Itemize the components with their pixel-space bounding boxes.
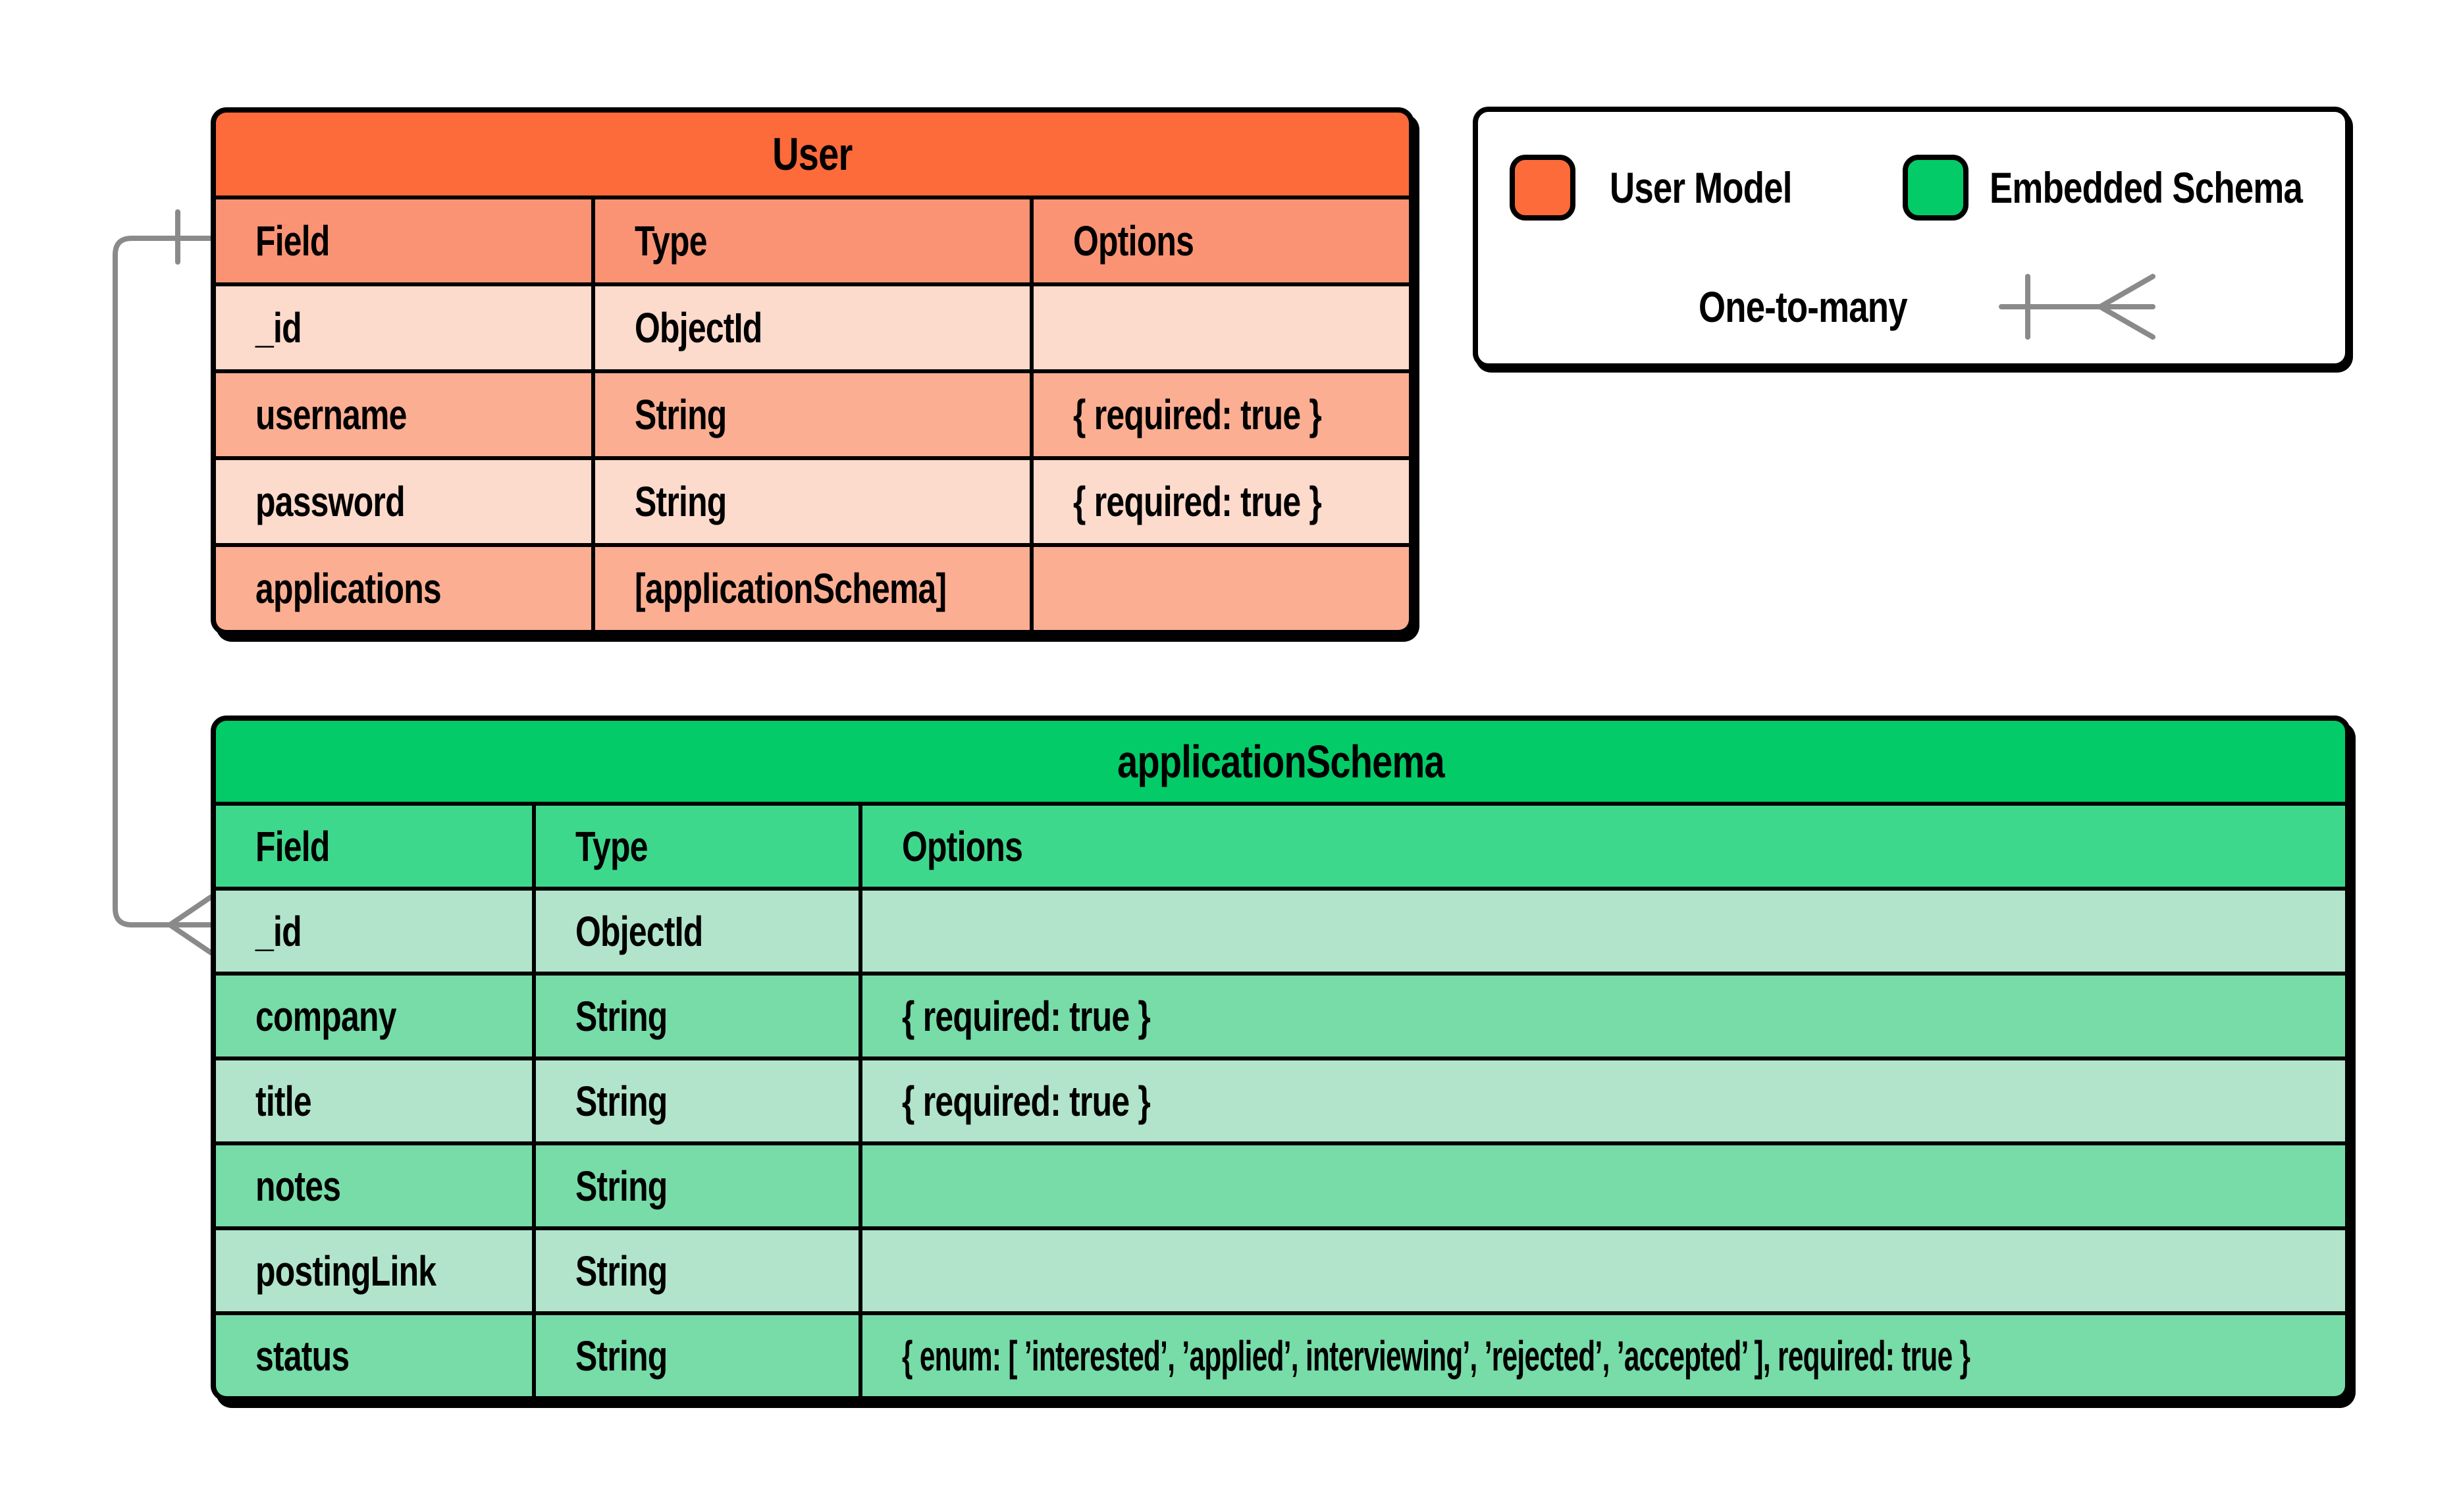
user-table-row-password-type: String — [595, 460, 1030, 543]
application-table-row-notes-field-text: notes — [255, 1162, 341, 1210]
application-table-row-postingLink-field-text: postingLink — [255, 1247, 436, 1295]
user-table-row-password-options-text: { required: true } — [1073, 478, 1322, 525]
user-table-column-header-options: Options — [1034, 199, 1409, 282]
embedded-schema-swatch-icon — [1903, 155, 1968, 221]
user-table-row-_id-type-text: ObjectId — [635, 304, 762, 352]
application-table-row-company-type-text: String — [575, 992, 668, 1040]
application-table-row-company-options-text: { required: true } — [902, 992, 1151, 1040]
application-table-row-postingLink-type-text: String — [575, 1247, 668, 1295]
application-table-row-_id-type: ObjectId — [536, 891, 859, 972]
user-table-row-applications-type: [applicationSchema] — [595, 547, 1030, 630]
user-table-column-header-field-text: Field — [255, 217, 330, 265]
application-table-row-title-options-text: { required: true } — [902, 1077, 1151, 1125]
application-table-column-header-options-text: Options — [902, 822, 1023, 870]
application-table-row-_id-options — [862, 891, 2345, 972]
application-table-row-notes-options — [862, 1145, 2345, 1226]
user-table-row-_id-type: ObjectId — [595, 286, 1030, 369]
legend-label-embedded-schema: Embedded Schema — [1990, 163, 2303, 212]
application-table-column-header-options: Options — [862, 806, 2345, 887]
user-table-row-_id-field-text: _id — [255, 304, 302, 352]
user-table-row-username-options: { required: true } — [1034, 373, 1409, 456]
application-table-row-title-field-text: title — [255, 1077, 312, 1125]
application-table-column-header-type-text: Type — [575, 822, 648, 870]
application-table-row-title-type-text: String — [575, 1077, 668, 1125]
user-table-column-header-options-text: Options — [1073, 217, 1194, 265]
application-table-row-status-type: String — [536, 1315, 859, 1396]
connector-crow-foot-icon — [167, 895, 213, 955]
application-table-row-title-options: { required: true } — [862, 1060, 2345, 1141]
application-table-row-company-options: { required: true } — [862, 976, 2345, 1056]
application-table-row-status-options: { enum: [ ’interested’, ’applied’, inter… — [862, 1315, 2345, 1396]
application-table-row-title-field: title — [216, 1060, 532, 1141]
application-table-row-postingLink-field: postingLink — [216, 1230, 532, 1311]
application-table-row-_id-type-text: ObjectId — [575, 907, 703, 955]
application-table-row-postingLink-type: String — [536, 1230, 859, 1311]
legend-label-user-model: User Model — [1610, 163, 1792, 212]
user-table-row-username-field: username — [216, 373, 591, 456]
user-table-row-applications-options — [1034, 547, 1409, 630]
user-table-row-applications-field: applications — [216, 547, 591, 630]
user-table-row-_id-options — [1034, 286, 1409, 369]
application-table-row-notes-field: notes — [216, 1145, 532, 1226]
application-table-column-header-field: Field — [216, 806, 532, 887]
user-table-row-username-options-text: { required: true } — [1073, 391, 1322, 438]
user-table-row-password-field: password — [216, 460, 591, 543]
legend-symbol-crow-foot-icon — [2098, 274, 2155, 340]
application-table-row-notes-type: String — [536, 1145, 859, 1226]
user-table-row-password-field-text: password — [255, 478, 406, 525]
application-table-column-header-field-text: Field — [255, 822, 330, 870]
user-table-row-applications-field-text: applications — [255, 565, 442, 612]
application-table-title-text: applicationSchema — [1117, 735, 1445, 787]
application-table-row-status-type-text: String — [575, 1332, 668, 1380]
connector-line — [113, 236, 213, 927]
user-table-row-password-type-text: String — [635, 478, 727, 525]
legend-box: User Model Embedded Schema One-to-many — [1473, 107, 2350, 369]
application-table-title: applicationSchema — [216, 721, 2345, 802]
user-table-title-text: User — [772, 128, 853, 180]
user-table-column-header-type: Type — [595, 199, 1030, 282]
application-table-row-status-field: status — [216, 1315, 532, 1396]
user-table-row-username-type: String — [595, 373, 1030, 456]
application-table-row-company-field-text: company — [255, 992, 396, 1040]
application-table-row-company-field: company — [216, 976, 532, 1056]
application-table-row-title-type: String — [536, 1060, 859, 1141]
user-model-swatch-icon — [1510, 155, 1575, 221]
user-table-column-header-field: Field — [216, 199, 591, 282]
application-table-row-_id-field: _id — [216, 891, 532, 972]
application-table-row-status-options-text: { enum: [ ’interested’, ’applied’, inter… — [902, 1332, 1970, 1380]
user-table-row-_id-field: _id — [216, 286, 591, 369]
application-table-row-company-type: String — [536, 976, 859, 1056]
application-table-row-_id-field-text: _id — [255, 907, 302, 955]
application-table-row-postingLink-options — [862, 1230, 2345, 1311]
user-table-title: User — [216, 113, 1409, 196]
one-to-many-symbol-icon — [1999, 274, 2155, 340]
application-table-row-notes-type-text: String — [575, 1162, 668, 1210]
user-table-column-header-type-text: Type — [635, 217, 707, 265]
user-table-row-username-type-text: String — [635, 391, 727, 438]
application-table-column-header-type: Type — [536, 806, 859, 887]
application-table-row-status-field-text: status — [255, 1332, 350, 1380]
legend-label-one-to-many: One-to-many — [1699, 282, 1908, 331]
user-table-row-username-field-text: username — [255, 391, 407, 438]
user-table-row-password-options: { required: true } — [1034, 460, 1409, 543]
user-table-row-applications-type-text: [applicationSchema] — [635, 565, 947, 612]
